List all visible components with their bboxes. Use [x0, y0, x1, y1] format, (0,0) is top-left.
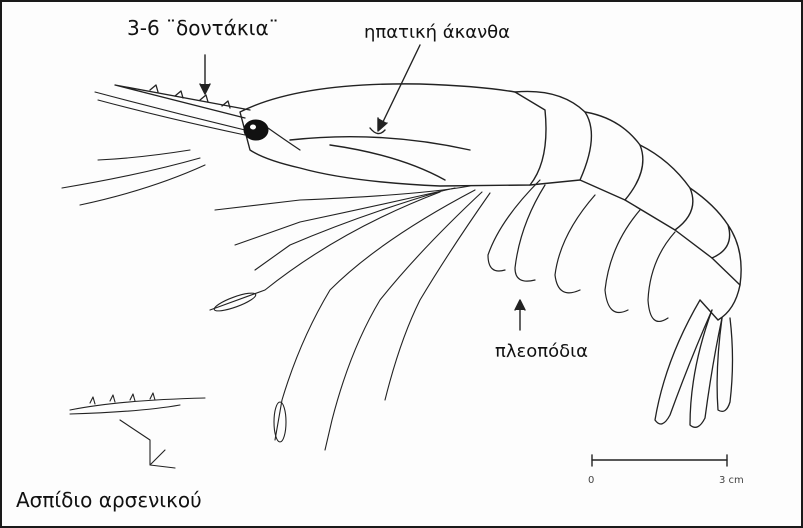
male-petasma-label: Ασπίδιο αρσενικού — [16, 488, 202, 512]
carapace — [240, 84, 546, 186]
eye-icon — [244, 120, 300, 150]
pleopods — [488, 180, 675, 321]
hepatic-spine-label: ηπατική άκανθα — [364, 22, 510, 43]
walking-legs — [210, 186, 490, 450]
scale-end-label: 3 cm — [719, 475, 744, 486]
scale-bar — [592, 455, 727, 466]
rostrum — [115, 85, 250, 118]
antennae — [62, 92, 245, 205]
abdomen — [515, 91, 741, 320]
petasma-sketch — [70, 393, 205, 468]
scale-start-label: 0 — [588, 475, 594, 486]
rostrum-teeth-label: 3-6 ¨δοντάκια¨ — [127, 16, 279, 40]
pleopods-label: πλεοπόδια — [495, 341, 588, 362]
